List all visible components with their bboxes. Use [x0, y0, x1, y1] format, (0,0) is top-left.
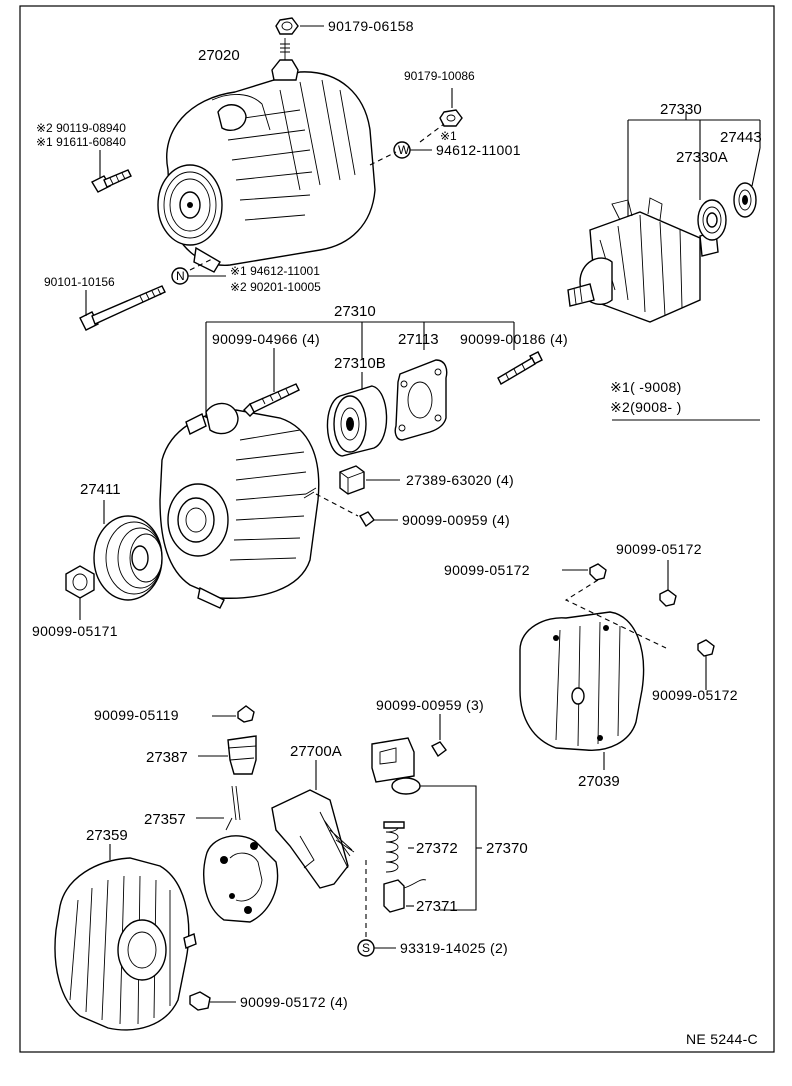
nut-90099-05172-a[interactable] — [589, 563, 607, 581]
label-90099-04966: 90099-04966 (4) — [212, 331, 320, 347]
label-94612-11001: 94612-11001 — [436, 142, 521, 158]
label-star1-a: ※1 — [440, 129, 457, 143]
label-27020: 27020 — [198, 47, 240, 64]
nut-90099-05172-b[interactable] — [659, 589, 677, 607]
label-27387: 27387 — [146, 749, 188, 766]
regulator-27700A[interactable] — [271, 789, 355, 889]
screw-90099-00959-3[interactable] — [431, 741, 447, 758]
label-27310B: 27310B — [334, 355, 386, 372]
label-27370: 27370 — [486, 840, 528, 857]
label-93319-14025: 93319-14025 (2) — [400, 940, 508, 956]
label-90099-05172-4: 90099-05172 (4) — [240, 994, 348, 1010]
label-90179-10086: 90179-10086 — [404, 69, 475, 83]
label-27389-63020: 27389-63020 (4) — [406, 472, 514, 488]
label-90099-00186: 90099-00186 (4) — [460, 331, 568, 347]
label-90101-10156: 90101-10156 — [44, 275, 115, 289]
nut-90179-06158[interactable] — [275, 17, 299, 35]
rectifier-27357[interactable] — [203, 785, 279, 923]
nut-90099-05172-c[interactable] — [697, 639, 715, 657]
rear-cover-27039[interactable] — [519, 611, 645, 751]
stud-90099-04966[interactable] — [243, 383, 300, 417]
bolt-90101-10156[interactable] — [79, 285, 166, 331]
insulator-27387[interactable] — [227, 735, 257, 775]
nut-90099-05119[interactable] — [237, 705, 255, 723]
label-90099-05172-a: 90099-05172 — [444, 562, 530, 578]
bearing-27330A[interactable] — [697, 199, 727, 241]
alternator-assembly-27020[interactable] — [157, 38, 376, 273]
label-27039: 27039 — [578, 773, 620, 790]
nut-90179-10086[interactable] — [439, 109, 463, 127]
label-90179-06158: 90179-06158 — [328, 18, 414, 34]
label-90099-00959-4: 90099-00959 (4) — [402, 512, 510, 528]
diagram-frame — [19, 5, 775, 1053]
bolt-90119-08940[interactable] — [91, 169, 132, 193]
label-27443: 27443 — [720, 129, 762, 146]
label-27411: 27411 — [80, 481, 121, 498]
label-27330: 27330 — [660, 101, 702, 118]
spring-27372[interactable] — [383, 821, 405, 873]
diagram-code: NE 5244-C — [686, 1031, 758, 1047]
part-27389-63020[interactable] — [339, 465, 365, 495]
legend-row-2: ※2(9008- ) — [610, 399, 682, 415]
brush-holder-27370[interactable] — [371, 737, 421, 795]
label-27359: 27359 — [86, 827, 128, 844]
bearing-27310B[interactable] — [326, 385, 388, 457]
svg-text:N: N — [176, 269, 185, 283]
legend-row-1: ※1( -9008) — [610, 379, 682, 395]
label-90099-05171: 90099-05171 — [32, 623, 118, 639]
nut-90099-05171[interactable] — [65, 565, 95, 599]
label-27113: 27113 — [398, 331, 439, 348]
label-90099-00959-3: 90099-00959 (3) — [376, 697, 484, 713]
drive-end-frame-27310[interactable] — [159, 402, 320, 609]
pulley-27411[interactable] — [93, 515, 163, 601]
retainer-plate-27113[interactable] — [394, 359, 448, 441]
label-star2-90201-10005: ※2 90201-10005 — [230, 280, 321, 294]
label-27372: 27372 — [416, 840, 458, 857]
svg-text:S: S — [362, 941, 370, 955]
label-27371: 27371 — [416, 898, 458, 915]
brush-27371[interactable] — [383, 879, 427, 913]
rear-end-frame-27359[interactable] — [54, 857, 197, 1031]
svg-text:W: W — [398, 143, 410, 157]
rotor-27330[interactable] — [567, 197, 719, 323]
cover-27443[interactable] — [733, 182, 757, 218]
label-90099-05119: 90099-05119 — [94, 707, 179, 723]
label-27357: 27357 — [144, 811, 186, 828]
label-90099-05172-c: 90099-05172 — [652, 687, 738, 703]
label-27330A: 27330A — [676, 149, 728, 166]
screw-90099-00186[interactable] — [497, 351, 543, 385]
nut-marker-n: N — [171, 267, 189, 285]
label-27310: 27310 — [334, 303, 376, 320]
label-star1-94612-11001: ※1 94612-11001 — [230, 264, 320, 278]
label-27700A: 27700A — [290, 743, 342, 760]
label-90099-05172-b: 90099-05172 — [616, 541, 702, 557]
screw-90099-00959-4[interactable] — [359, 511, 375, 528]
washer-marker-w: W — [393, 141, 411, 159]
nut-90099-05172-4[interactable] — [189, 991, 211, 1011]
label-star2-90119-08940: ※2 90119-08940 — [36, 121, 126, 135]
screw-marker-s: S — [357, 939, 375, 957]
label-star1-91611-60840: ※1 91611-60840 — [36, 135, 126, 149]
